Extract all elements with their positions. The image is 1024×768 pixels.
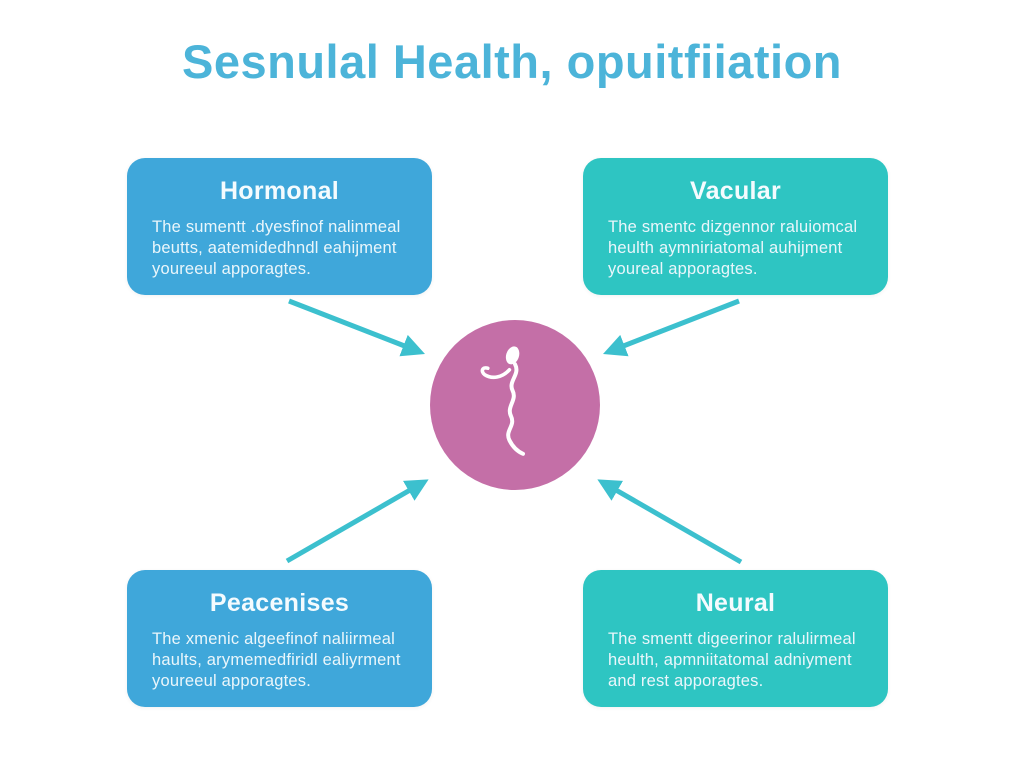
box-vacular: Vacular The smentc dizgennor raluiomcal …: [583, 158, 888, 295]
box-vacular-title: Vacular: [689, 177, 782, 205]
box-neural-body: The smentt digeerinor ralulirmeal heulth…: [608, 630, 856, 690]
box-hormonal-title: Hormonal: [219, 177, 340, 205]
arrow-vacular-to-center: [602, 298, 740, 357]
box-hormonal-body: The sumentt .dyesfinof nalinmeal beutts,…: [152, 218, 401, 278]
arrow-hormonal-to-center: [288, 298, 426, 357]
box-peacenises-body: The xmenic algeefinof naliirmeal haults,…: [152, 630, 401, 690]
box-neural: Neural The smentt digeerinor ralulirmeal…: [583, 570, 888, 707]
center-circle: [430, 320, 600, 490]
box-vacular-body: The smentc dizgennor raluiomcal heulth a…: [608, 218, 858, 278]
box-hormonal: Hormonal The sumentt .dyesfinof nalinmea…: [127, 158, 432, 295]
sperm-icon: [480, 346, 525, 456]
box-peacenises: Peacenises The xmenic algeefinof naliirm…: [127, 570, 432, 707]
box-peacenises-title: Peacenises: [209, 589, 350, 617]
page-title: Sesnulal Health, opuitfiiation: [182, 35, 842, 88]
box-neural-title: Neural: [695, 589, 776, 617]
arrow-neural-to-center: [597, 479, 743, 565]
arrow-peacenises-to-center: [285, 479, 429, 564]
